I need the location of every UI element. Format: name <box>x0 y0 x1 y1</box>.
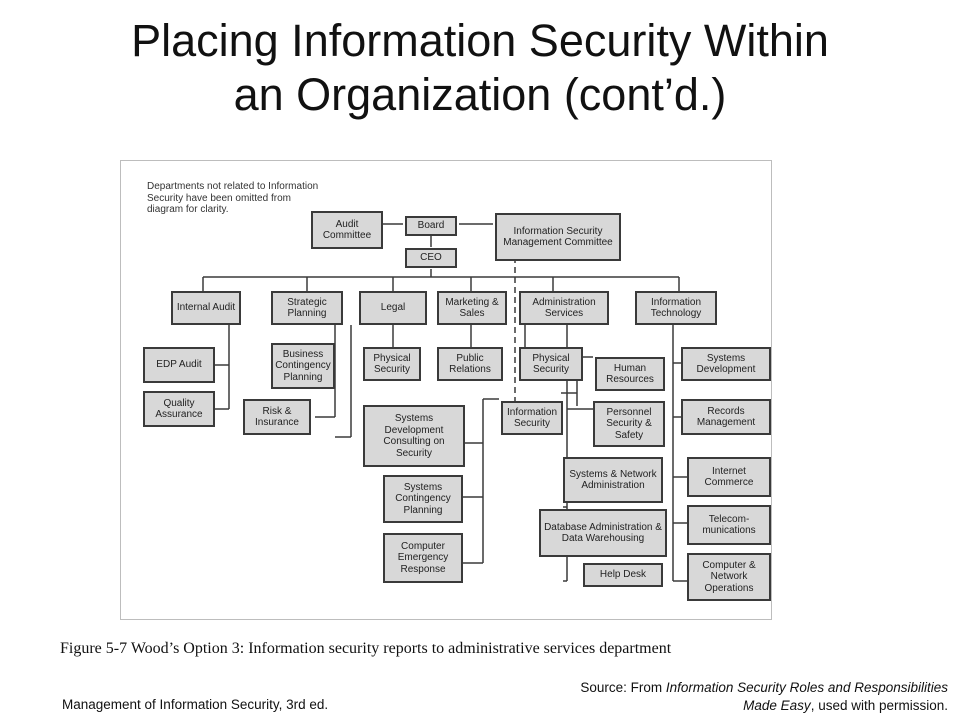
node-board: Board <box>405 216 457 236</box>
node-ceo: CEO <box>405 248 457 268</box>
node-information-security: Information Security <box>501 401 563 435</box>
slide-title-line-1: Placing Information Security Within <box>131 15 829 66</box>
node-internet-commerce: Internet Commerce <box>687 457 771 497</box>
node-edp-audit: EDP Audit <box>143 347 215 383</box>
node-systems-contingency-planning: Systems Contingency Planning <box>383 475 463 523</box>
node-computer-emergency-response: Computer Emergency Response <box>383 533 463 583</box>
node-audit-committee: Audit Committee <box>311 211 383 249</box>
node-systems-development: Systems Development <box>681 347 771 381</box>
node-records-management: Records Management <box>681 399 771 435</box>
node-help-desk: Help Desk <box>583 563 663 587</box>
node-systems-development-consulting: Systems Development Consulting on Securi… <box>363 405 465 467</box>
footer-source: Source: From Information Security Roles … <box>548 679 948 715</box>
node-public-relations: Public Relations <box>437 347 503 381</box>
node-marketing-sales: Marketing & Sales <box>437 291 507 325</box>
node-database-administration: Database Administration & Data Warehousi… <box>539 509 667 557</box>
footer-source-prefix: Source: From <box>580 680 666 695</box>
footer-source-title: Information Security Roles and Responsib… <box>665 680 948 713</box>
node-information-technology: Information Technology <box>635 291 717 325</box>
node-internal-audit: Internal Audit <box>171 291 241 325</box>
node-admin-physical-security: Physical Security <box>519 347 583 381</box>
node-personnel-security-safety: Personnel Security & Safety <box>593 401 665 447</box>
org-chart-diagram: Departments not related to Information S… <box>120 160 772 620</box>
node-computer-network-operations: Computer & Network Operations <box>687 553 771 601</box>
node-telecommunications: Telecom-munications <box>687 505 771 545</box>
node-legal: Legal <box>359 291 427 325</box>
footer-book-title: Management of Information Security, 3rd … <box>62 697 329 712</box>
node-quality-assurance: Quality Assurance <box>143 391 215 427</box>
slide-title: Placing Information Security Within an O… <box>0 14 960 122</box>
node-systems-network-administration: Systems & Network Administration <box>563 457 663 503</box>
diagram-note: Departments not related to Information S… <box>147 181 319 215</box>
slide-title-line-2: an Organization (cont’d.) <box>233 69 727 120</box>
node-administration-services: Administration Services <box>519 291 609 325</box>
node-infosec-management-committee: Information Security Management Committe… <box>495 213 621 261</box>
node-risk-insurance: Risk & Insurance <box>243 399 311 435</box>
node-strategic-planning: Strategic Planning <box>271 291 343 325</box>
node-legal-physical-security: Physical Security <box>363 347 421 381</box>
node-business-contingency-planning: Business Contingency Planning <box>271 343 335 389</box>
footer-source-suffix: , used with permission. <box>810 698 948 713</box>
node-human-resources: Human Resources <box>595 357 665 391</box>
figure-caption: Figure 5-7 Wood’s Option 3: Information … <box>60 640 672 657</box>
